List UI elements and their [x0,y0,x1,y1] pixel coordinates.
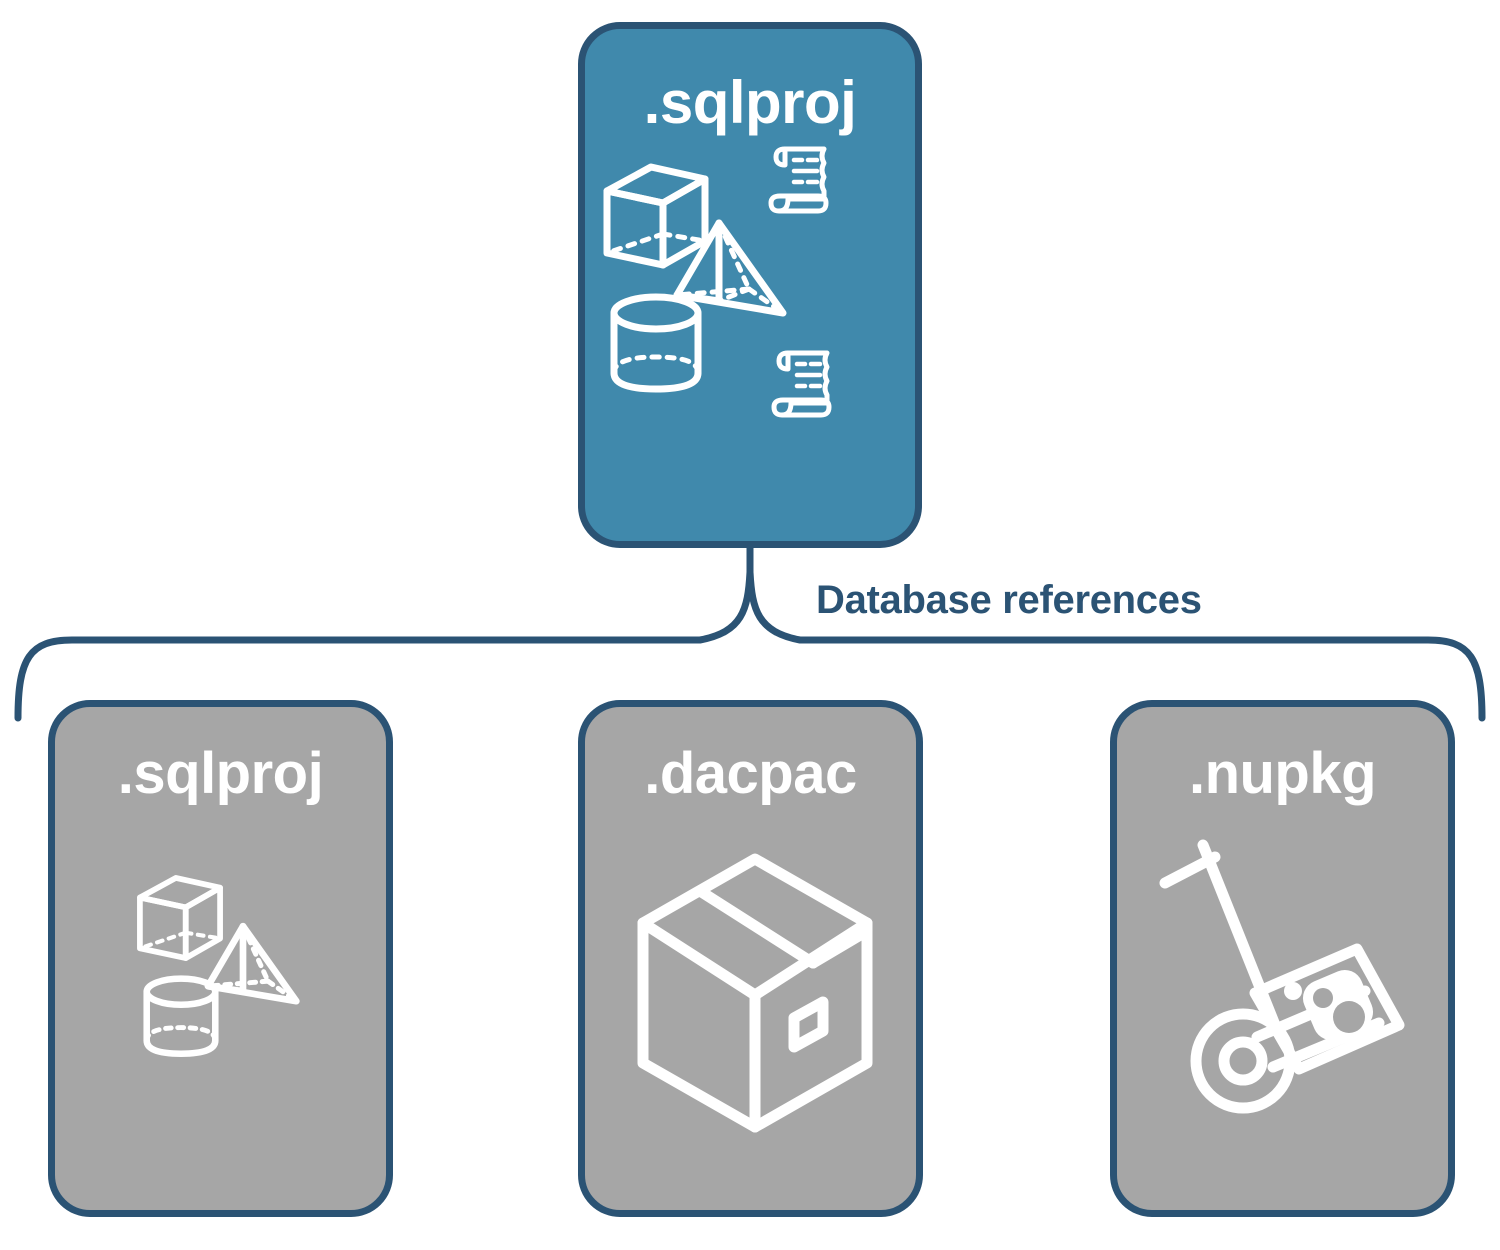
sql-script-scroll-icon [771,350,832,418]
card-child-nupkg-title: .nupkg [1188,741,1377,806]
hand-truck-nuget-package-icon [1159,839,1405,1114]
card-child-dacpac-icon-group [585,803,916,1210]
shipping-box-icon [637,853,873,1133]
connector-label-database-references: Database references [816,578,1202,622]
brace-left-arm [14,568,754,722]
card-child-sqlproj-title: .sqlproj [117,741,324,806]
card-child-sqlproj[interactable]: .sqlproj [48,700,393,1217]
cube-wireframe-icon [137,875,223,961]
card-child-nupkg-icon-group [1117,803,1448,1210]
card-child-dacpac-title: .dacpac [644,741,857,806]
pyramid-wireframe-icon [204,922,300,1005]
card-root-icon-group [585,139,915,541]
card-child-dacpac[interactable]: .dacpac [578,700,923,1217]
sql-script-scroll-icon [768,146,829,214]
card-child-nupkg[interactable]: .nupkg [1110,700,1455,1217]
cylinder-wireframe-icon [610,293,702,393]
card-root-sqlproj[interactable]: .sqlproj [578,22,922,548]
pyramid-wireframe-icon [673,219,787,317]
card-root-title: .sqlproj [643,69,857,136]
cylinder-wireframe-icon [143,975,219,1057]
card-child-sqlproj-icon-group [55,803,386,1210]
